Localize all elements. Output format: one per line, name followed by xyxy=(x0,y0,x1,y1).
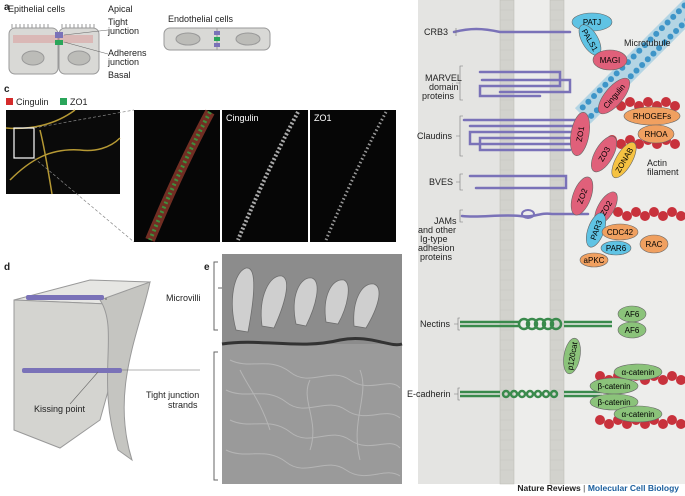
text-alpha-catenin-2: α-catenin xyxy=(621,410,654,419)
protein-magi xyxy=(592,49,628,71)
jam-strand xyxy=(460,212,590,218)
protein-apkc xyxy=(579,252,609,268)
protein-alpha-catenin-2 xyxy=(613,405,663,423)
basal-label: Basal xyxy=(108,70,131,80)
panel-letter-e: e xyxy=(204,262,210,273)
footer-separator: | xyxy=(580,483,588,493)
protein-rac xyxy=(639,234,669,254)
protein-alpha-catenin-1 xyxy=(613,363,663,381)
marvel-strand-2 xyxy=(480,78,572,94)
epithelial-cells-drawing xyxy=(8,24,109,75)
tight-junction-strands-label-2: strands xyxy=(168,400,198,410)
text-apkc: aPKC xyxy=(584,256,605,265)
adherens-junction-label-2: junction xyxy=(108,57,140,67)
text-beta-catenin-1: β-catenin xyxy=(597,382,630,391)
text-cdc42: CDC42 xyxy=(607,228,634,237)
journal-footer: Nature Reviews | Molecular Cell Biology xyxy=(517,483,679,493)
text-par6: PAR6 xyxy=(606,244,627,253)
label-crb3: CRB3 xyxy=(424,27,449,37)
tight-junction-label-1: Tight xyxy=(108,17,128,27)
tight-junction-strands-label-1: Tight junction xyxy=(146,390,200,400)
text-patj: PATJ xyxy=(583,18,601,27)
protein-beta-catenin-2 xyxy=(589,393,639,411)
kissing-point-label: Kissing point xyxy=(34,404,86,414)
label-adhesion: adhesion xyxy=(418,243,455,253)
protein-zonab xyxy=(611,141,637,179)
text-alpha-catenin-1: α-catenin xyxy=(621,368,654,377)
legend-zo1: ZO1 xyxy=(70,97,88,107)
panel-letter-d: d xyxy=(4,262,11,273)
panel-letter-c: c xyxy=(4,84,10,95)
text-zo1-top: ZO1 xyxy=(575,125,587,142)
footer-journal: Nature Reviews xyxy=(517,483,581,493)
protein-af6-2 xyxy=(617,321,647,339)
micrograph-zo1-label: ZO1 xyxy=(314,113,332,123)
nectin-strand xyxy=(460,317,612,331)
label-and-other: and other xyxy=(418,225,457,235)
protein-rhoa xyxy=(637,124,675,144)
bves-strand xyxy=(468,174,568,190)
microvilli-label: Microvilli xyxy=(166,293,201,303)
adherens-junction-label-1: Adherens xyxy=(108,48,147,58)
endothelial-cells-label: Endothelial cells xyxy=(168,14,234,24)
legend-swatch-zo1 xyxy=(60,98,67,105)
tight-junction-strand-lower xyxy=(22,368,122,373)
text-rhogefs: RHOGEFs xyxy=(633,112,671,121)
text-af6-2: AF6 xyxy=(625,326,640,335)
tight-junction-label-2: junction xyxy=(108,26,140,36)
label-bves: BVES xyxy=(429,177,454,187)
apical-label: Apical xyxy=(108,4,133,14)
text-rac: RAC xyxy=(646,240,663,249)
actin-3 xyxy=(613,207,685,221)
claudin-strand-1 xyxy=(462,118,582,146)
protein-zo1-mid xyxy=(570,176,594,216)
label-e-cadherin: E-cadherin xyxy=(407,389,451,399)
legend-swatch-cingulin xyxy=(6,98,13,105)
protein-p120cat xyxy=(563,337,581,375)
label-marvel: MARVEL xyxy=(425,73,462,83)
label-proteins-2: proteins xyxy=(420,252,453,262)
label-filament: filament xyxy=(647,167,679,177)
claudin-strand-2 xyxy=(468,124,576,152)
footer-series: Molecular Cell Biology xyxy=(587,483,679,493)
marvel-strand-1 xyxy=(478,70,562,98)
protein-cdc42 xyxy=(601,223,639,241)
label-jams: JAMs xyxy=(434,216,457,226)
tight-junction-strand-upper xyxy=(26,295,104,300)
label-domain: domain xyxy=(429,82,459,92)
text-rhoa: RHOA xyxy=(644,130,668,139)
label-claudins: Claudins xyxy=(417,131,453,141)
protein-par6 xyxy=(600,240,632,256)
text-beta-catenin-2: β-catenin xyxy=(597,398,630,407)
panel-letter-a: a xyxy=(4,2,10,13)
label-nectins: Nectins xyxy=(420,319,451,329)
text-af6-1: AF6 xyxy=(625,310,640,319)
endothelial-cells-drawing xyxy=(163,27,271,51)
legend-cingulin: Cingulin xyxy=(16,97,49,107)
label-proteins-1: proteins xyxy=(422,91,455,101)
protein-zo3 xyxy=(591,135,617,173)
transmembrane-proteins xyxy=(452,27,590,219)
e-cadherin-strand xyxy=(460,389,602,399)
protein-cingulin xyxy=(597,77,631,115)
micrograph-cingulin-label: Cingulin xyxy=(226,113,259,123)
epithelial-cells-label: Epithelial cells xyxy=(8,4,66,14)
protein-zo1-top xyxy=(570,111,590,157)
label-ig-type: Ig-type xyxy=(420,234,448,244)
label-microtubule: Microtubule xyxy=(624,38,671,48)
text-magi: MAGI xyxy=(600,56,620,65)
crb3-strand xyxy=(452,27,572,34)
label-actin: Actin xyxy=(647,158,668,168)
